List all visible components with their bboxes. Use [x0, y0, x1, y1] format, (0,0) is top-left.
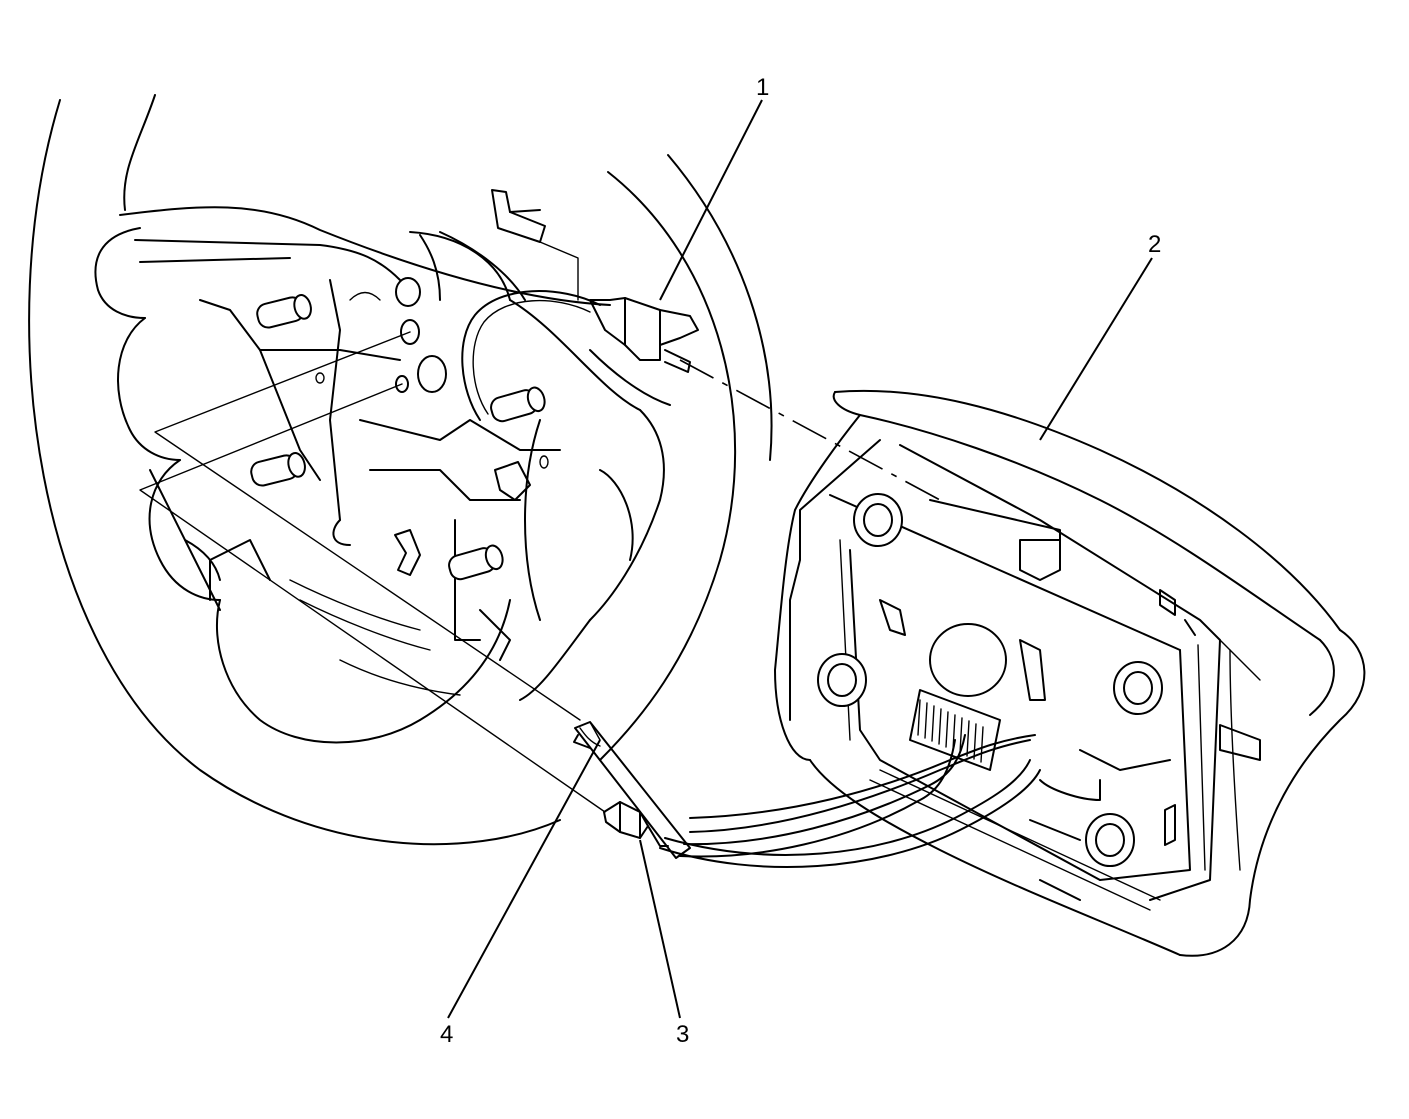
callout-1: 1 — [756, 74, 769, 101]
callout-4: 4 — [440, 1021, 453, 1048]
module-inflator — [879, 599, 1171, 801]
callout-labels: 1 2 3 4 — [440, 74, 1161, 1048]
module-wiring-harness — [659, 734, 1041, 868]
hub-holes — [315, 277, 549, 469]
horn-contact-connector — [491, 189, 699, 373]
shorting-bar-connector-4 — [573, 721, 691, 859]
callout-3: 3 — [676, 1021, 689, 1048]
hub-clips — [394, 461, 531, 576]
module-mounting-posts — [817, 493, 1163, 867]
coil-wire-loop — [461, 290, 601, 421]
steering-wheel-hub — [94, 206, 671, 744]
connector-3 — [603, 801, 669, 847]
hub-mounting-studs — [250, 294, 546, 581]
airbag-module — [774, 389, 1366, 957]
alignment-lines — [139, 331, 941, 813]
callout-leaders — [447, 99, 1153, 1019]
callout-2: 2 — [1148, 231, 1161, 258]
steering-wheel-rim — [28, 94, 773, 846]
